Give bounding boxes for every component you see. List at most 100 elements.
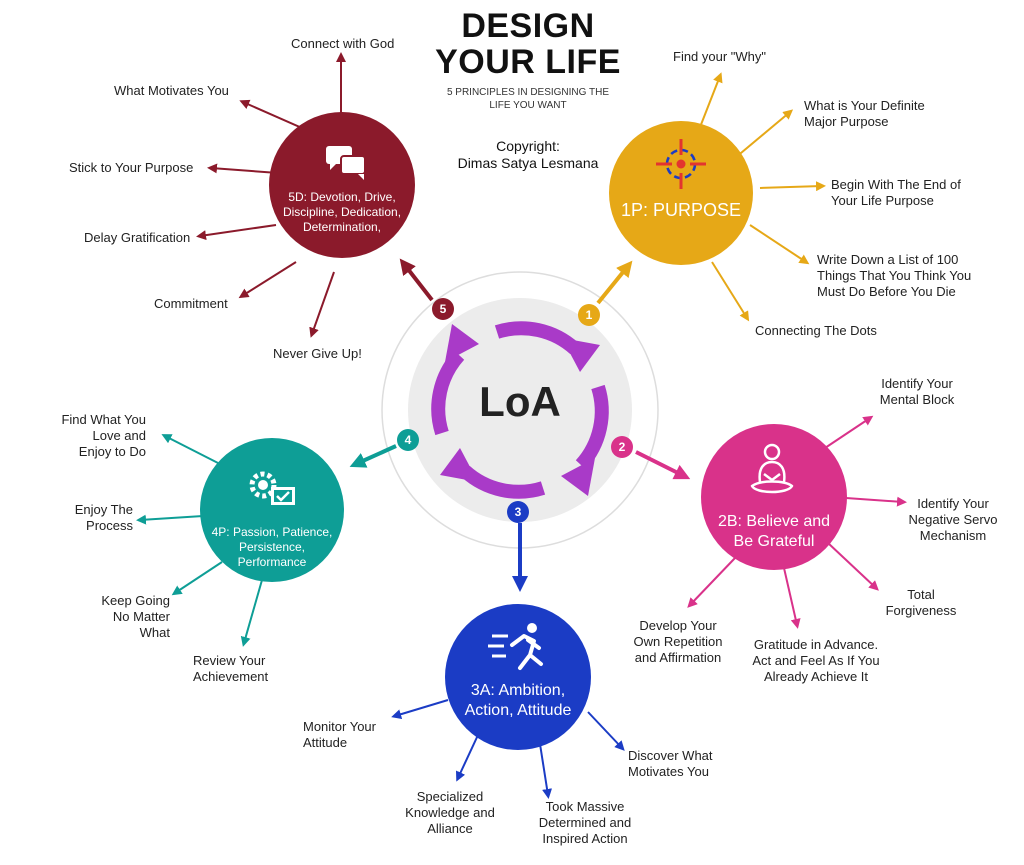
believe-circle [701, 424, 847, 570]
subtitle-line-1: 5 PRINCIPLES IN DESIGNING THE [446, 87, 610, 98]
passion-leaf-find-what-you-love: Find What You Love and Enjoy to Do [40, 412, 146, 460]
passion-leaf-enjoy-process: Enjoy The Process [40, 502, 133, 534]
devotion-leaf-delay-gratification: Delay Gratification [84, 230, 191, 245]
purpose-leaf-line: Must Do Before You Die [817, 284, 956, 299]
action-leaf-line: Took Massive [545, 799, 625, 814]
copyright-line-2: Dimas Satya Lesmana [457, 155, 599, 171]
badge-5: 5 [439, 302, 447, 316]
believe-leaf-line: Total [907, 587, 935, 602]
action-leaf-line: Determined and [538, 815, 632, 830]
devotion-leaf-arrows [196, 52, 346, 338]
passion-leaf-line: Find What You [61, 412, 146, 427]
action-leaf-arrows [391, 699, 625, 799]
cycle-arrowheads [440, 324, 600, 496]
purpose-leaf-list-of-100: Write Down a List of 100 Things That You… [817, 252, 971, 300]
copyright: Copyright: Dimas Satya Lesmana [430, 138, 626, 172]
action-leaf-specialized-knowledge: Specialized Knowledge and Alliance [395, 789, 505, 837]
purpose-leaf-connecting-dots: Connecting The Dots [755, 323, 877, 338]
action-leaf-discover-motivates: Discover What Motivates You [628, 748, 713, 780]
passion-leaf-line: Keep Going [101, 593, 170, 608]
believe-leaf-line: Mental Block [879, 392, 955, 407]
purpose-leaf-find-why: Find your "Why" [673, 49, 767, 64]
target-icon [656, 139, 706, 189]
devotion-title-line-2: Discipline, Dedication, [282, 205, 402, 219]
action-leaf-monitor-attitude: Monitor Your Attitude [303, 719, 376, 751]
title-line-2: YOUR LIFE [435, 43, 621, 81]
believe-leaf-line: Forgiveness [885, 603, 957, 618]
purpose-leaf-definite-major-purpose: What is Your Definite Major Purpose [804, 98, 925, 130]
action-leaf-line: Monitor Your [303, 719, 376, 734]
action-circle [445, 604, 591, 750]
passion-leaf-line: Love and [92, 428, 147, 443]
believe-leaf-line: Develop Your [639, 618, 717, 633]
badge-1-circle [578, 304, 600, 326]
passion-leaf-line: No Matter [112, 609, 170, 624]
believe-leaf-repetition-affirmation: Develop Your Own Repetition and Affirmat… [628, 618, 728, 666]
gears-check-icon [249, 471, 295, 505]
action-leaf-line: Inspired Action [542, 831, 628, 846]
believe-title-line-1: 2B: Believe and [717, 513, 831, 530]
badge-5-circle [432, 298, 454, 320]
action-leaf-line: Discover What [628, 748, 713, 763]
connector-purpose [596, 260, 633, 305]
purpose-title: 1P: PURPOSE [620, 200, 742, 220]
purpose-leaf-line: Write Down a List of 100 [817, 252, 959, 267]
purpose-leaf-begin-with-end: Begin With The End of Your Life Purpose [831, 177, 961, 209]
passion-circle [200, 438, 344, 582]
connector-believe [635, 450, 691, 480]
believe-leaf-line: Negative Servo [908, 512, 998, 527]
badge-1: 1 [585, 308, 593, 322]
purpose-leaf-line: Your Life Purpose [831, 193, 934, 208]
purpose-leaf-line: What is Your Definite [804, 98, 925, 113]
action-title: 3A: Ambition, Action, Attitude [448, 681, 588, 721]
purpose-circle [609, 121, 753, 265]
believe-leaf-line: Already Achieve It [763, 669, 869, 684]
action-title-line-1: 3A: Ambition, [470, 682, 566, 699]
loa-label: LoA [479, 378, 561, 425]
running-icon [488, 623, 543, 670]
believe-leaf-line: Act and Feel As If You [752, 653, 880, 668]
believe-leaf-mental-block: Identify Your Mental Block [862, 376, 972, 408]
devotion-title-line-3: Determination, [302, 220, 382, 234]
subtitle-line-2: LIFE YOU WANT [489, 100, 567, 111]
believe-title-line-2: Be Grateful [733, 533, 815, 550]
believe-leaf-line: Gratitude in Advance. [753, 637, 879, 652]
subtitle: 5 PRINCIPLES IN DESIGNING THE LIFE YOU W… [430, 86, 626, 112]
passion-leaf-line: What [139, 625, 170, 640]
passion-leaf-keep-going: Keep Going No Matter What [40, 593, 170, 641]
purpose-leaf-line: Things That You Think You [817, 268, 972, 283]
passion-title-line-2: Persistence, [238, 540, 306, 554]
devotion-title-line-1: 5D: Devotion, Drive, [288, 190, 396, 204]
believe-leaf-line: Mechanism [919, 528, 987, 543]
action-leaf-line: Specialized [416, 789, 484, 804]
action-leaf-line: Alliance [427, 821, 473, 836]
passion-title: 4P: Passion, Patience, Persistence, Perf… [202, 525, 342, 570]
chat-bubbles-icon [326, 146, 366, 180]
title-line-1: DESIGN [461, 7, 595, 45]
badge-3-circle [507, 501, 529, 523]
passion-leaf-review-achievement: Review Your Achievement [193, 653, 268, 685]
passion-leaf-arrows [136, 434, 263, 647]
believe-leaf-line: Identify Your [881, 376, 953, 391]
believe-leaf-line: and Affirmation [634, 650, 722, 665]
passion-title-line-3: Performance [237, 555, 307, 569]
action-leaf-massive-action: Took Massive Determined and Inspired Act… [525, 799, 645, 847]
passion-leaf-line: Achievement [193, 669, 269, 684]
connector-passion [349, 444, 397, 468]
action-leaf-line: Motivates You [628, 764, 709, 779]
copyright-line-1: Copyright: [496, 138, 560, 154]
believe-title: 2B: Believe and Be Grateful [704, 512, 844, 552]
believe-leaf-negative-servo: Identify Your Negative Servo Mechanism [898, 496, 1008, 544]
devotion-leaf-commitment: Commitment [154, 296, 228, 311]
passion-leaf-line: Process [86, 518, 133, 533]
devotion-leaf-stick-to-purpose: Stick to Your Purpose [69, 160, 194, 175]
purpose-leaf-line: Begin With The End of [831, 177, 961, 192]
badge-3: 3 [514, 505, 522, 519]
passion-leaf-line: Enjoy to Do [78, 444, 146, 459]
action-leaf-line: Knowledge and [405, 805, 495, 820]
believe-leaf-total-forgiveness: Total Forgiveness [866, 587, 976, 619]
meditation-icon [750, 443, 794, 494]
believe-leaf-gratitude-advance: Gratitude in Advance. Act and Feel As If… [746, 637, 886, 685]
